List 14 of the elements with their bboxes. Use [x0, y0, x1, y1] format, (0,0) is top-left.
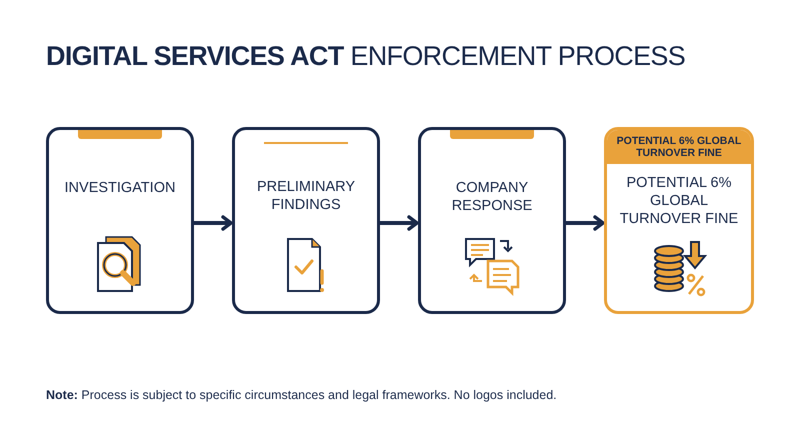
note-text: Note: Process is subject to specific circumstances and legal frameworks. No logos included. — [46, 387, 557, 404]
step-title: COMPANY RESPONSE — [450, 179, 534, 215]
arrow — [566, 215, 605, 231]
step-title: INVESTIGATION — [64, 179, 176, 197]
step-card — [46, 127, 194, 314]
step-title: PRELIMINARY FINDINGS — [256, 178, 356, 214]
arrow — [194, 215, 233, 231]
title: DIGITAL SERVICES ACT ENFORCEMENT PROCESS — [46, 40, 686, 73]
step-card — [418, 127, 566, 314]
step-card — [232, 127, 380, 314]
card-header: POTENTIAL 6% GLOBAL TURNOVER FINE — [607, 130, 751, 164]
arrow — [380, 215, 419, 231]
step-title: POTENTIAL 6% GLOBAL TURNOVER FINE — [618, 174, 740, 228]
step-card — [604, 127, 754, 314]
